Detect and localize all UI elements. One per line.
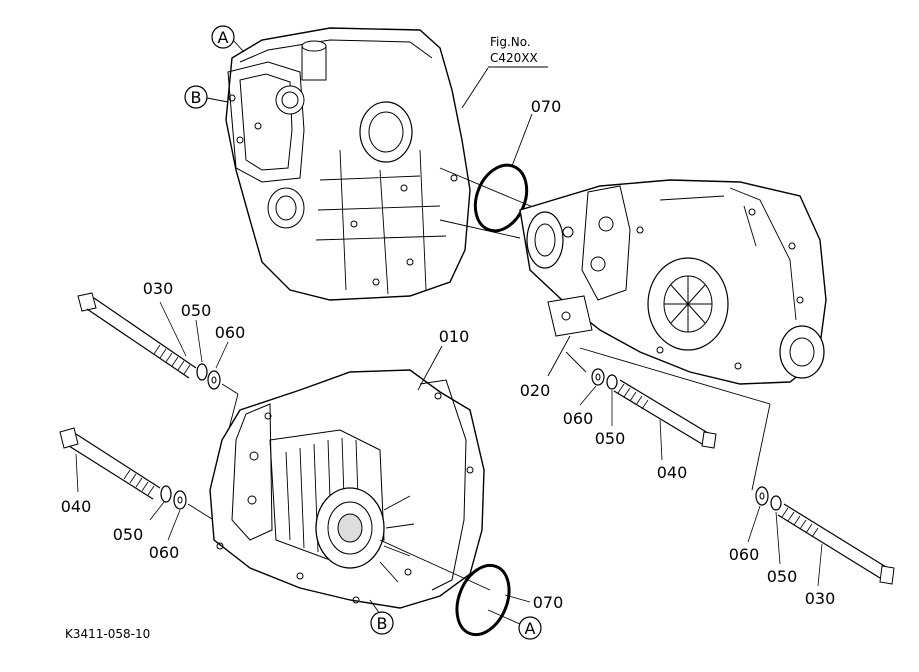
part-label-040-right: 040 xyxy=(657,463,688,482)
leader-040-left xyxy=(75,453,79,493)
figure-number-label: Fig.No. xyxy=(490,35,531,49)
callout-b-bottom-letter: B xyxy=(377,614,388,633)
callout-a-bottom: A xyxy=(518,616,542,640)
part-label-010: 010 xyxy=(439,327,470,346)
part-label-050-left-bottom: 050 xyxy=(113,525,144,544)
part-label-050-right-bottom: 050 xyxy=(767,567,798,586)
leader-070-top xyxy=(511,113,533,167)
leader-030-left xyxy=(159,301,187,357)
leader-fig-no xyxy=(461,67,489,109)
leader-a-bottom xyxy=(487,609,521,625)
part-label-050-right-mid: 050 xyxy=(595,429,626,448)
washer-060-left-bottom xyxy=(173,490,187,510)
leader-b-bottom xyxy=(369,599,381,615)
part-label-050-left-top: 050 xyxy=(181,301,212,320)
leader-060-right-bottom xyxy=(747,505,761,543)
leader-050-left-bottom xyxy=(149,501,165,521)
bolt-030-right xyxy=(777,503,895,585)
callout-a-top: A xyxy=(211,25,235,49)
part-label-020: 020 xyxy=(520,381,551,400)
leader-030-right xyxy=(817,543,823,587)
leader-060-left-bottom xyxy=(167,509,181,541)
callout-a-bottom-letter: A xyxy=(525,619,536,638)
leader-040-right xyxy=(659,419,663,461)
part-label-070-top: 070 xyxy=(531,97,562,116)
leader-020 xyxy=(547,335,571,377)
callout-a-top-letter: A xyxy=(218,28,229,47)
bolt-030-left xyxy=(77,292,197,379)
callout-b-top-letter: B xyxy=(191,88,202,107)
washer-050-right-mid xyxy=(606,374,618,390)
washer-060-right-bottom xyxy=(755,486,769,506)
leader-050-right-bottom xyxy=(775,511,781,565)
washer-060-right-mid xyxy=(591,368,605,386)
part-label-030-right: 030 xyxy=(805,589,836,608)
bolt-040-left xyxy=(59,427,161,500)
callout-b-top: B xyxy=(184,85,208,109)
leader-010 xyxy=(417,345,443,391)
washer-050-right-bottom xyxy=(770,495,782,511)
leader-a-top xyxy=(232,39,245,53)
figure-number-block: Fig.No. C420XX xyxy=(488,35,548,68)
washer-060-left-top xyxy=(207,370,221,390)
o-ring-070-bottom xyxy=(455,563,511,637)
bolt-040-right xyxy=(613,379,717,449)
part-label-060-right-mid: 060 xyxy=(563,409,594,428)
part-label-060-left-bottom: 060 xyxy=(149,543,180,562)
leader-060-right-mid xyxy=(579,385,597,406)
part-label-030-left: 030 xyxy=(143,279,174,298)
figure-number-value: C420XX xyxy=(490,51,538,65)
washer-050-left-bottom xyxy=(160,485,172,503)
right-rear-housing xyxy=(519,179,827,385)
drawing-id: K3411-058-10 xyxy=(65,627,150,641)
washer-050-left-top xyxy=(196,363,208,381)
leader-070-bottom xyxy=(504,594,531,603)
lower-housing-010 xyxy=(209,369,485,609)
upper-transmission-case xyxy=(225,27,471,301)
part-label-060-right-bottom: 060 xyxy=(729,545,760,564)
part-label-060-left-top: 060 xyxy=(215,323,246,342)
o-ring-070-top xyxy=(473,163,529,233)
callout-b-bottom: B xyxy=(370,611,394,635)
leader-050-left-top xyxy=(195,319,203,363)
leader-b-top xyxy=(206,97,229,103)
part-label-040-left: 040 xyxy=(61,497,92,516)
leader-060-left-top xyxy=(215,341,229,369)
part-label-070-bottom: 070 xyxy=(533,593,564,612)
